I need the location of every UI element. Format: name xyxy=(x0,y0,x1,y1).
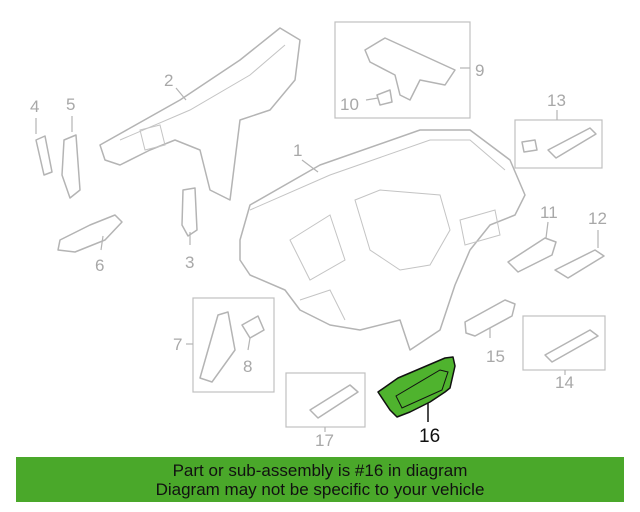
part-11-vent[interactable] xyxy=(507,237,557,273)
callout-3[interactable]: 3 xyxy=(185,253,194,272)
part-14-trim[interactable] xyxy=(544,329,599,363)
part-6-bracket[interactable] xyxy=(57,214,123,253)
part-12-trim[interactable] xyxy=(554,249,605,279)
callout-14[interactable]: 14 xyxy=(555,373,574,392)
callout-16[interactable]: 16 xyxy=(419,426,440,447)
part-14-box xyxy=(522,315,606,371)
part-13-trim[interactable] xyxy=(547,127,597,159)
callout-15[interactable]: 15 xyxy=(486,347,505,366)
callout-11[interactable]: 11 xyxy=(540,203,558,222)
callout-2[interactable]: 2 xyxy=(164,71,173,90)
part-10-clip[interactable] xyxy=(376,89,393,106)
part-4-bracket[interactable] xyxy=(35,135,53,176)
part-2-cross-beam[interactable] xyxy=(99,27,301,201)
part-7-panel[interactable] xyxy=(199,311,236,383)
part-9-box xyxy=(334,21,471,119)
banner-line-2: Diagram may not be specific to your vehi… xyxy=(155,479,485,499)
info-banner: Part or sub-assembly is #16 in diagram D… xyxy=(16,457,624,502)
part-9-bezel[interactable] xyxy=(364,37,456,101)
part-16-cluster-bezel[interactable] xyxy=(377,356,456,422)
callout-13[interactable]: 13 xyxy=(547,91,566,110)
part-15-panel[interactable] xyxy=(464,299,516,337)
part-17-bracket[interactable] xyxy=(309,384,359,419)
callout-17[interactable]: 17 xyxy=(315,431,334,450)
callout-9[interactable]: 9 xyxy=(475,61,484,80)
callout-4[interactable]: 4 xyxy=(30,97,39,116)
callout-6[interactable]: 6 xyxy=(95,256,104,275)
callout-7[interactable]: 7 xyxy=(173,335,182,354)
part-3-bracket[interactable] xyxy=(181,187,198,237)
part-7-box xyxy=(192,297,275,393)
part-5-bracket[interactable] xyxy=(61,134,81,199)
callout-5[interactable]: 5 xyxy=(66,95,75,114)
part-13-clip[interactable] xyxy=(521,139,538,153)
banner-line-1: Part or sub-assembly is #16 in diagram xyxy=(172,460,468,480)
part-1-instrument-panel[interactable] xyxy=(239,129,526,351)
part-8-clip[interactable] xyxy=(241,315,265,339)
leader-lines xyxy=(35,67,599,432)
callout-8[interactable]: 8 xyxy=(243,357,252,376)
part-13-box xyxy=(514,119,603,169)
callout-12[interactable]: 12 xyxy=(588,209,607,228)
callout-1[interactable]: 1 xyxy=(293,141,302,160)
callout-10[interactable]: 10 xyxy=(340,95,359,114)
